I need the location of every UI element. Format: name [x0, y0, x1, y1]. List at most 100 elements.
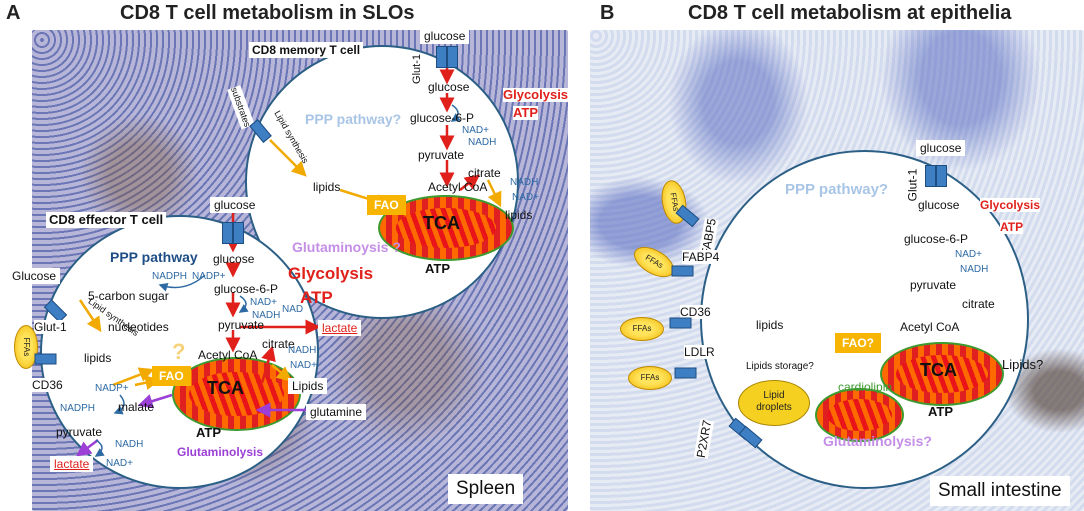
memory-atp-red: ATP [513, 105, 539, 120]
b-lipids-question: Lipids? [1002, 357, 1044, 372]
b-fao-box: FAO? [835, 333, 881, 353]
effector-nadh-3: NADH [115, 439, 144, 450]
effector-acetyl-coa: Acetyl CoA [198, 348, 258, 362]
memory-glut1-label: Glut-1 [409, 54, 424, 84]
effector-lactate-2: lactate [50, 456, 94, 472]
effector-lipids: lipids [84, 351, 112, 365]
b-cd36-label: CD36 [680, 305, 711, 319]
effector-atp-red: ATP [300, 288, 333, 307]
effector-lipids-big: Lipids [288, 378, 328, 394]
b-ppp-label: PPP pathway? [785, 181, 889, 198]
b-atp-red: ATP [1000, 220, 1024, 234]
memory-glut1-transporter-b [447, 46, 458, 68]
b-mitochondrion-2 [815, 388, 904, 442]
memory-glucose-ext: glucose [420, 28, 470, 44]
b-ldlr-transporter [674, 367, 697, 379]
effector-cd36-label: CD36 [32, 378, 63, 392]
b-pyruvate: pyruvate [910, 278, 957, 292]
effector-fao-box: FAO [152, 366, 191, 386]
memory-nad-plus: NAD+ [462, 125, 489, 136]
memory-cell-title: CD8 memory T cell [249, 42, 364, 58]
effector-g6p: glucose-6-P [214, 282, 279, 296]
memory-tca-label: TCA [423, 213, 460, 233]
effector-nadh: NADH [252, 310, 281, 321]
effector-mitochondrion [172, 357, 301, 431]
b-atp: ATP [928, 404, 954, 419]
b-nadh: NADH [960, 264, 989, 275]
memory-glycolysis-label: Glycolysis [503, 87, 569, 102]
effector-glutaminolysis: Glutaminolysis [177, 445, 264, 459]
effector-glycolysis: Glycolysis [288, 264, 374, 283]
effector-tca-label: TCA [207, 378, 244, 398]
effector-nadph-2: NADPH [60, 403, 96, 414]
effector-pyruvate: pyruvate [218, 318, 265, 332]
b-tca-label: TCA [920, 360, 957, 380]
b-citrate: citrate [962, 297, 995, 311]
memory-glut1-transporter [436, 46, 447, 68]
b-glucose-ext: glucose [916, 140, 966, 156]
effector-nad-label: NAD [282, 304, 304, 315]
b-acetyl-coa: Acetyl CoA [900, 320, 960, 334]
b-glut1-label: Glut-1 [905, 168, 920, 202]
effector-citrate: citrate [262, 337, 295, 351]
memory-atp: ATP [425, 261, 451, 276]
memory-pyruvate: pyruvate [418, 148, 465, 162]
b-glut1-transporter [925, 165, 936, 187]
effector-nucleotides: nucleotides [108, 320, 169, 334]
effector-top-transporter-b [233, 222, 244, 244]
effector-question: ? [172, 339, 186, 364]
memory-lipids-2: lipids [505, 208, 533, 222]
effector-nad-plus: NAD+ [250, 297, 277, 308]
memory-nadh-2: NADH [510, 177, 539, 188]
effector-atp: ATP [196, 425, 222, 440]
b-glycolysis: Glycolysis [980, 198, 1041, 212]
panel-b-title: CD8 T cell metabolism at epithelia [688, 2, 1012, 24]
memory-ppp-label: PPP pathway? [305, 111, 402, 127]
memory-glucose-int: glucose [428, 80, 470, 94]
effector-glucose-int: glucose [213, 252, 255, 266]
effector-nadh-2: NADH [288, 345, 317, 356]
b-glut1-transporter-b [936, 165, 947, 187]
memory-acetyl-coa: Acetyl CoA [428, 180, 488, 194]
panel-a-letter: A [6, 2, 21, 24]
memory-nadh: NADH [468, 137, 497, 148]
effector-cell-title: CD8 effector T cell [46, 212, 167, 228]
memory-fao-box: FAO [367, 195, 406, 215]
b-cardiolipin: cardiolipin [838, 380, 893, 394]
memory-lipids: lipids [313, 180, 341, 194]
b-nad-plus: NAD+ [955, 249, 982, 260]
effector-top-transporter [222, 222, 233, 244]
panel-a-caption: Spleen [448, 474, 524, 504]
memory-citrate: citrate [468, 166, 501, 180]
effector-lactate: lactate [318, 320, 362, 336]
panel-a-title: CD8 T cell metabolism in SLOs [120, 2, 415, 24]
b-ldlr-label: LDLR [684, 345, 715, 359]
b-ffa-4: FFAs [628, 366, 672, 390]
effector-pyruvate-2: pyruvate [56, 425, 103, 439]
effector-nad-plus-3: NAD+ [106, 458, 133, 469]
effector-nadp-plus-2: NADP+ [95, 383, 129, 394]
effector-ppp-label: PPP pathway [110, 249, 198, 265]
b-cd36-transporter [669, 317, 692, 329]
memory-nad-plus-2: NAD+ [512, 192, 539, 203]
panel-b-caption: Small intestine [930, 476, 1070, 506]
effector-malate: malate [118, 400, 155, 414]
panel-b-letter: B [600, 2, 615, 24]
effector-glucose-ext: glucose [210, 197, 260, 213]
b-fabp4-label: FABP4 [682, 250, 720, 264]
b-lipids-storage: Lipids storage? [746, 361, 814, 372]
b-glutaminolysis: Glutaminolysis? [823, 433, 932, 449]
b-lipid-droplets-label: Lipid droplets [756, 390, 792, 413]
b-fabp4-transporter [671, 265, 694, 277]
memory-glutaminoysis: Glutaminoysis ? [292, 239, 401, 255]
effector-nad-plus-2: NAD+ [290, 360, 317, 371]
effector-nadph: NADPH [152, 271, 188, 282]
b-lipids: lipids [756, 318, 784, 332]
effector-glutamine: glutamine [306, 404, 367, 420]
effector-nadp-plus: NADP+ [192, 271, 226, 282]
effector-glut1-label: Glut-1 [34, 320, 67, 334]
effector-glucose-ext-left: Glucose [8, 268, 61, 284]
b-ffa-3: FFAs [620, 317, 664, 341]
b-g6p: glucose-6-P [904, 232, 969, 246]
b-lipid-droplets: Lipid droplets [738, 380, 810, 426]
